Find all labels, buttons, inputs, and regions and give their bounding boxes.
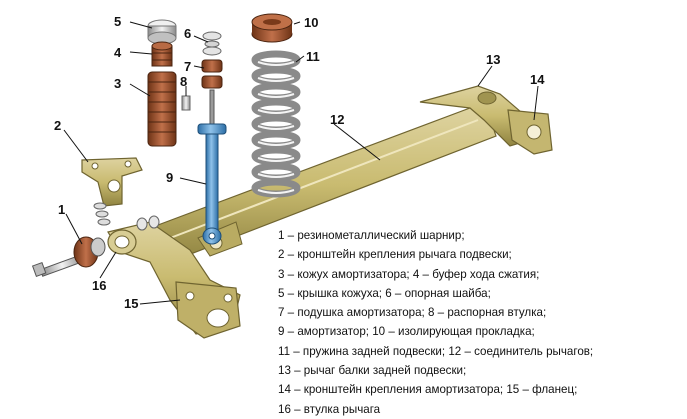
legend-item-2: 2 – кронштейн крепления рычага подвески; <box>278 248 512 262</box>
arm-bracket-2 <box>81 157 143 207</box>
callout-13: 13 <box>486 52 500 67</box>
callout-10: 10 <box>304 15 318 30</box>
callout-12: 12 <box>330 112 344 127</box>
callout-3: 3 <box>114 76 121 91</box>
callout-7: 7 <box>184 59 191 74</box>
legend-item-9-10: 9 – амортизатор; 10 – изолирующая прокла… <box>278 325 535 339</box>
callout-1: 1 <box>58 202 65 217</box>
flange-15 <box>175 281 241 339</box>
callout-4: 4 <box>114 45 122 60</box>
shock-bracket-14 <box>507 109 553 155</box>
legend-item-16: 16 – втулка рычага <box>278 402 381 416</box>
isolating-pad-10 <box>251 13 293 43</box>
rear-spring-11-highlight <box>257 61 295 194</box>
callout-2: 2 <box>54 118 61 133</box>
legend-item-11-12: 11 – пружина задней подвески; 12 – соеди… <box>278 344 594 358</box>
callout-11: 11 <box>306 49 320 64</box>
shock-cover-3 <box>147 71 177 147</box>
callout-5: 5 <box>114 14 121 29</box>
legend-item-3-4: 3 – кожух амортизатора; 4 – буфер хода с… <box>278 267 540 281</box>
legend-item-13: 13 – рычаг балки задней подвески; <box>278 364 467 378</box>
spacer-sleeve-8 <box>181 95 191 111</box>
bracket-washers <box>93 202 160 231</box>
callout-labels: 5 4 3 6 7 8 9 10 11 12 13 14 2 1 15 16 <box>54 14 545 311</box>
callout-14: 14 <box>530 72 545 87</box>
leader-lines <box>63 21 539 305</box>
legend-item-5-6: 5 – крышка кожуха; 6 – опорная шайба; <box>278 286 491 300</box>
shock-pad-7 <box>201 59 223 89</box>
callout-15: 15 <box>124 296 138 311</box>
callout-16: 16 <box>92 278 106 293</box>
cover-cap-5 <box>147 19 177 45</box>
rubber-metal-joint-1 <box>73 236 106 268</box>
callout-6: 6 <box>184 26 191 41</box>
support-washer-6 <box>202 31 222 56</box>
callout-9: 9 <box>166 170 173 185</box>
callout-8: 8 <box>180 74 187 89</box>
legend-item-1: 1 – резинометаллический шарнир; <box>278 229 465 242</box>
compression-buffer-4 <box>151 41 173 67</box>
parts-legend: 1 – резинометаллический шарнир; 2 – крон… <box>278 226 678 419</box>
rear-spring-11 <box>251 50 301 198</box>
legend-item-7-8: 7 – подушка амортизатора; 8 – распорная … <box>278 306 547 320</box>
legend-item-14-15: 14 – кронштейн крепления амортизатора; 1… <box>278 383 578 397</box>
shock-absorber-9 <box>197 89 227 245</box>
